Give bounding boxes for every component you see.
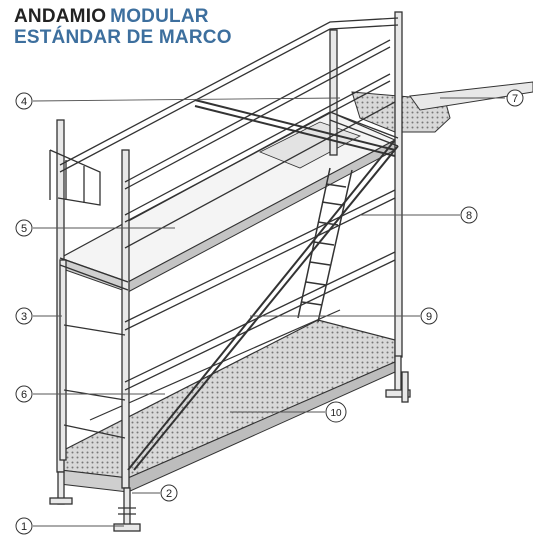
side-guard: [49, 149, 101, 206]
callout-9: 9: [420, 307, 438, 325]
callout-1: 1: [15, 517, 33, 535]
title-line-2: ESTÁNDAR DE MARCO: [14, 27, 232, 48]
end-frame: [59, 111, 399, 291]
callout-1-label: 1: [21, 521, 27, 533]
callout-9-label: 9: [426, 311, 432, 323]
base-jacks: [49, 355, 411, 532]
callout-8: 8: [460, 206, 478, 224]
callout-4: 4: [15, 92, 33, 110]
callout-2: 2: [160, 484, 178, 502]
callout-2-label: 2: [166, 488, 172, 500]
callout-7-label: 7: [512, 93, 518, 105]
callout-5-label: 5: [21, 223, 27, 235]
callout-4-label: 4: [21, 96, 27, 108]
callout-8-label: 8: [466, 210, 472, 222]
callout-6: 6: [15, 385, 33, 403]
diagonal-braces: [127, 99, 399, 471]
callout-6-label: 6: [21, 389, 27, 401]
title-word-andamio: ANDAMIO: [14, 6, 107, 27]
callout-10: 10: [325, 401, 347, 423]
guardrails: [59, 17, 399, 439]
callouts: 4 5 3 6 1 2 7 8: [15, 89, 524, 535]
callout-3: 3: [15, 307, 33, 325]
ladder: [297, 167, 353, 323]
upper-deck: [351, 81, 533, 133]
title-word-modular: MODULAR: [110, 6, 209, 27]
leader-lines: [32, 97, 505, 527]
callout-3-label: 3: [21, 311, 27, 323]
callout-10-label: 10: [330, 408, 342, 419]
callout-5: 5: [15, 219, 33, 237]
main-deck: [59, 309, 396, 493]
callout-7: 7: [506, 89, 524, 107]
